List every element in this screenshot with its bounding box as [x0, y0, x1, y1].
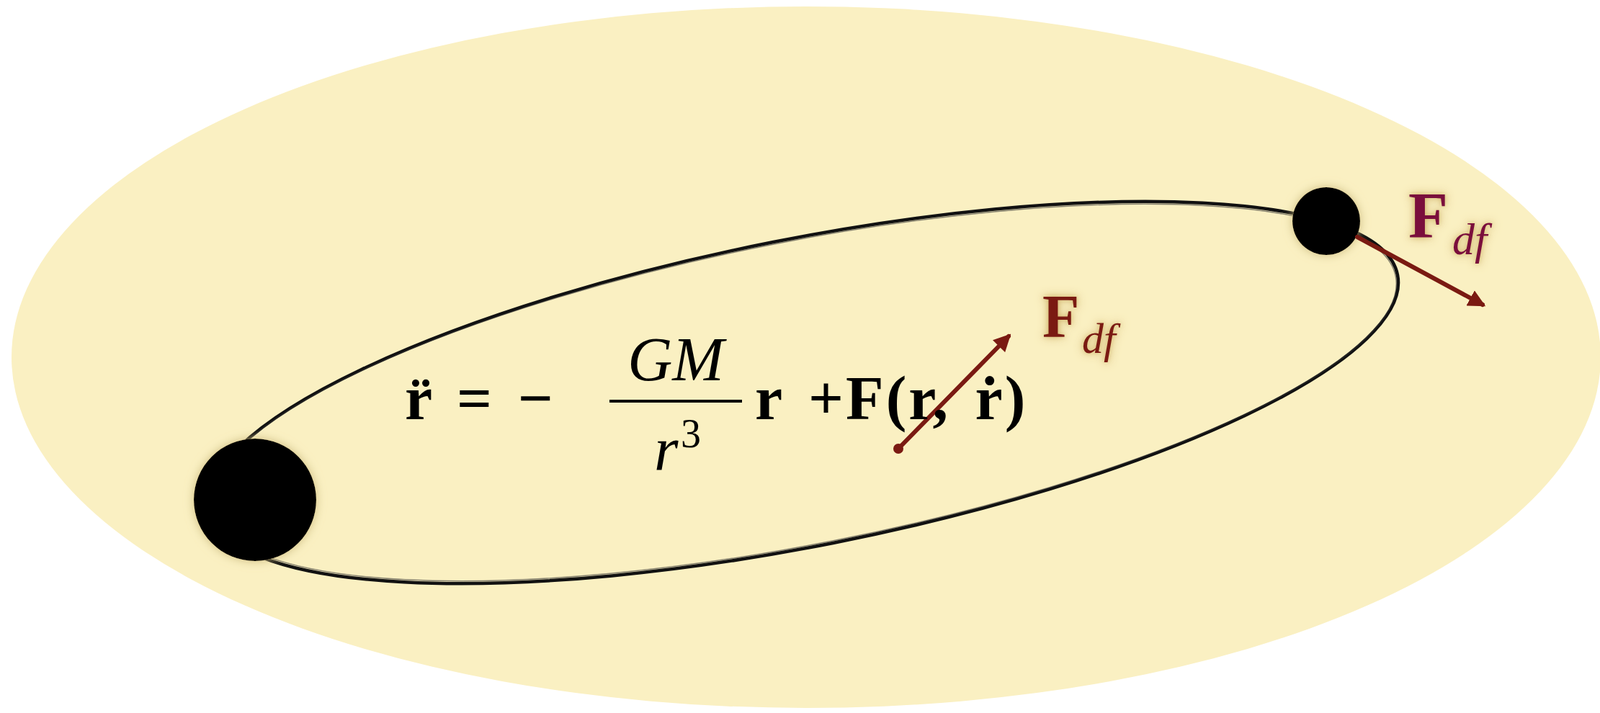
orbit-sketch-line: [181, 128, 1425, 658]
equation-exponent: 3: [680, 413, 701, 454]
equation-denominator: r: [654, 418, 678, 481]
force-symbol: F: [1408, 183, 1448, 249]
equation-rhs: r +F(r, ṙ): [754, 367, 1028, 430]
orbiting-body: [1292, 187, 1361, 256]
equation-numerator: GM: [627, 328, 724, 391]
fraction-bar: [609, 399, 743, 403]
orbit-ellipse: [179, 124, 1428, 662]
force-subscript: df: [1452, 216, 1487, 262]
background-ellipse: [11, 6, 1600, 709]
equation-lhs: r̈ = −: [404, 367, 554, 430]
force-subscript: df: [1082, 316, 1116, 361]
arrow-tail-dot: [893, 443, 904, 454]
force-symbol: F: [1042, 286, 1080, 348]
central-body: [193, 438, 317, 562]
